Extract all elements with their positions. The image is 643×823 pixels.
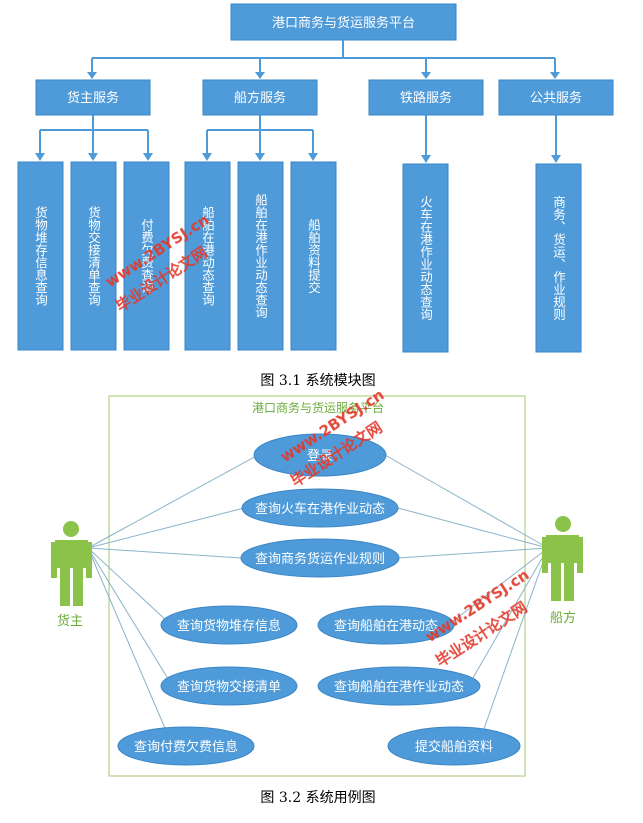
group-box-railway: [368, 79, 484, 116]
actor-ship-owner: 船方: [542, 516, 583, 626]
usecase-cargo-storage: [160, 605, 298, 645]
usecase-login: [253, 433, 387, 477]
module-box-cargo-storage: [17, 161, 64, 351]
module-box-rules: [535, 163, 582, 353]
associations-right: [384, 454, 549, 741]
module-label-ship-status: 船舶在港动态查询: [200, 206, 215, 306]
associations-left: [87, 454, 259, 741]
module-label-train-operation: 火车在港作业动态查询: [418, 196, 433, 321]
root-connectors: [87, 40, 560, 79]
usecase-label-rules: 查询商务货运作业规则: [255, 551, 385, 567]
system-boundary-title: 港口商务与货运服务平台: [252, 400, 384, 415]
module-box-ship-status: [184, 161, 231, 351]
module-label-cargo-handover: 货物交接清单查询: [86, 205, 101, 306]
usecase-label-train-operation: 查询火车在港作业动态: [255, 501, 385, 517]
module-box-payment: [123, 161, 170, 351]
usecase-submit-ship: [387, 726, 521, 766]
system-boundary: [108, 395, 526, 777]
usecase-cargo-handover: [160, 666, 298, 706]
group-label-railway: 铁路服务: [400, 90, 452, 106]
usecase-label-payment: 查询付费欠费信息: [134, 739, 238, 755]
actor-label-ship-owner: 船方: [550, 610, 576, 626]
group-connectors: [35, 115, 561, 163]
root-label: 港口商务与货运服务平台: [272, 15, 415, 31]
group-box-public: [498, 79, 614, 116]
usecase-ship-status: [317, 605, 455, 645]
group-box-cargo-owner: [35, 79, 151, 116]
usecase-label-cargo-storage: 查询货物堆存信息: [177, 618, 281, 634]
actor-label-cargo-owner: 货主: [57, 613, 83, 629]
module-diagram: 港口商务与货运服务平台 货主服务 船方服务 铁路服务 公共服务: [17, 3, 614, 389]
module-box-ship-operation: [237, 161, 284, 351]
usecase-label-login: 登录: [307, 449, 333, 464]
usecase-label-cargo-handover: 查询货物交接清单: [177, 679, 281, 695]
module-label-cargo-storage: 货物堆存信息查询: [33, 205, 48, 306]
usecase-label-ship-status: 查询船舶在港动态: [334, 618, 438, 634]
usecase-payment: [117, 726, 255, 766]
usecase-label-ship-operation: 查询船舶在港作业动态: [334, 679, 464, 695]
actor-cargo-owner: 货主: [51, 521, 92, 629]
root-box: [230, 3, 457, 41]
usecase-ship-operation: [317, 666, 481, 706]
module-box-train-operation: [402, 163, 449, 353]
module-label-payment: 付费欠费查询: [139, 219, 154, 294]
figure-caption-1: 图 3.1 系统模块图: [260, 373, 375, 389]
usecase-train-operation: [241, 488, 399, 528]
figure-caption-2: 图 3.2 系统用例图: [260, 790, 375, 806]
module-box-ship-submit: [290, 161, 337, 351]
group-label-ship: 船方服务: [234, 90, 286, 106]
module-box-cargo-handover: [70, 161, 117, 351]
module-label-rules: 商务、货运、作业规则: [551, 195, 566, 322]
group-label-cargo-owner: 货主服务: [67, 90, 119, 106]
group-box-ship: [202, 79, 318, 116]
module-label-ship-operation: 船舶在港作业动态查询: [253, 194, 268, 319]
module-label-ship-submit: 船舶资料提交: [306, 219, 321, 295]
usecase-rules: [240, 538, 400, 578]
usecase-diagram: 港口商务与货运服务平台 货主: [51, 395, 583, 806]
usecase-label-submit-ship: 提交船舶资料: [415, 739, 493, 755]
group-label-public: 公共服务: [530, 90, 582, 106]
